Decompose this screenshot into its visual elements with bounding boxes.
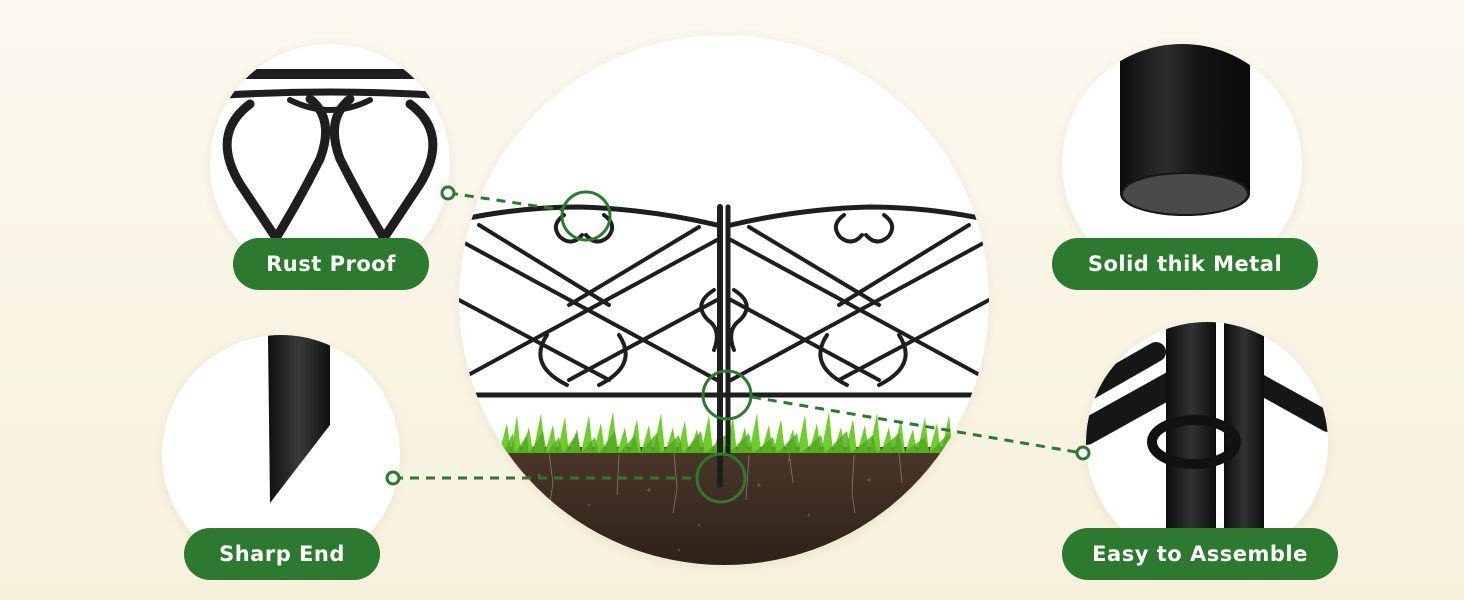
ring-clip-icon bbox=[1086, 322, 1328, 564]
fence-main-circle bbox=[459, 35, 989, 565]
spike-tip-icon bbox=[268, 335, 330, 503]
soil-speckles bbox=[537, 458, 921, 552]
connector-dot-easy-assemble bbox=[1075, 445, 1091, 461]
easy-assemble-label: Easy to Assemble bbox=[1062, 528, 1338, 580]
sharp-end-label: Sharp End bbox=[184, 528, 380, 580]
connector-dot-rust-proof bbox=[440, 185, 456, 201]
ring-rust-proof bbox=[560, 190, 612, 242]
highlight-rings bbox=[560, 190, 753, 504]
connector-easy-assemble bbox=[751, 395, 1083, 455]
ring-easy-assemble bbox=[701, 369, 753, 421]
fence-illustration bbox=[459, 190, 989, 565]
ring-sharp-end bbox=[695, 452, 747, 504]
metal-rod-icon bbox=[1120, 44, 1250, 216]
grass-dark bbox=[503, 431, 953, 453]
easy-assemble-circle bbox=[1086, 322, 1328, 564]
connector-rust-proof bbox=[448, 191, 564, 212]
solid-metal-label: Solid thik Metal bbox=[1052, 238, 1318, 290]
rust-proof-label: Rust Proof bbox=[233, 238, 429, 290]
connector-dot-sharp-end bbox=[385, 470, 401, 486]
roots bbox=[548, 452, 903, 514]
fence bbox=[459, 204, 989, 488]
